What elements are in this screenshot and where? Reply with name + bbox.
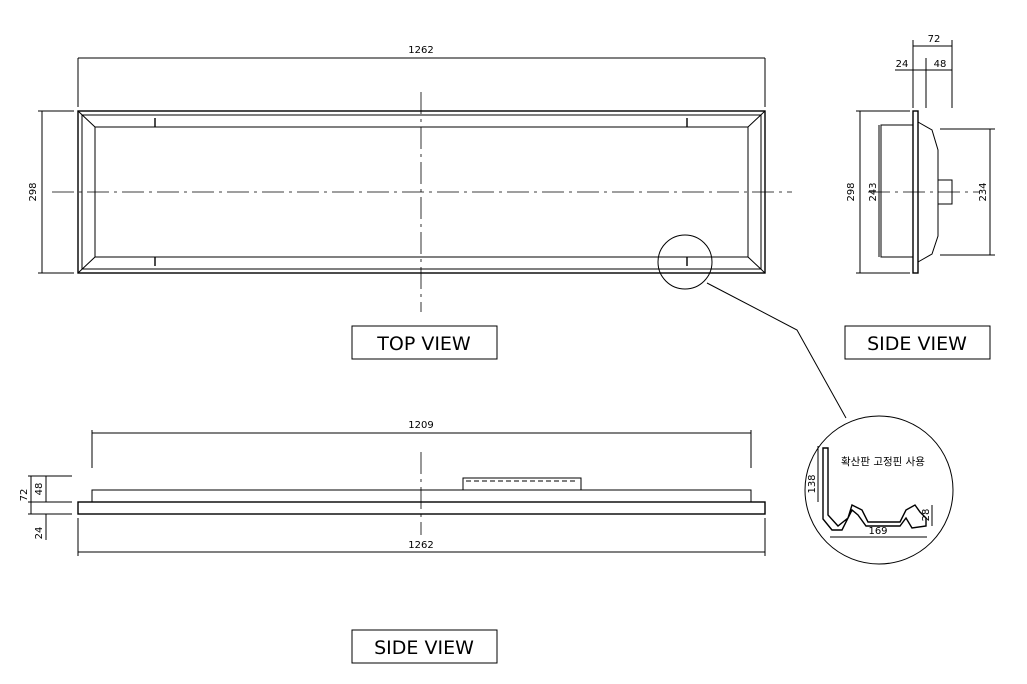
corner-line: [747, 256, 766, 274]
detail-height-dim: 138: [807, 474, 818, 493]
top-view-label-box: [351, 325, 498, 360]
bottom-view-bottom-width-dim: 1262: [408, 540, 433, 551]
detail-leader-line: [706, 282, 847, 419]
detail-view: 138 169 28 확산판 고정핀 사용: [804, 415, 954, 565]
bottom-view-body-height-dim: 48: [34, 483, 45, 496]
side-dim-b: 48: [934, 59, 947, 70]
detail-small-dim: 28: [921, 509, 932, 522]
side-view-right: 72 24 48 298 243 234 SIDE VIEW: [844, 34, 995, 360]
detail-profile: [822, 447, 927, 531]
side-view-diffuser: [880, 124, 913, 258]
detail-width-dim: 169: [868, 526, 887, 537]
bottom-view-total-height-dim: 72: [19, 489, 30, 502]
side-dim-inner-height: 243: [868, 182, 879, 201]
top-view-width-dim: 1262: [408, 45, 433, 56]
side-dim-a: 24: [896, 59, 909, 70]
side-dim-outer-height: 298: [846, 182, 857, 201]
side-view-right-label: SIDE VIEW: [867, 333, 967, 355]
side-dim-body-height: 234: [978, 182, 989, 201]
top-view-height-dim: 298: [28, 182, 39, 201]
top-view-label: TOP VIEW: [376, 333, 471, 355]
detail-note: 확산판 고정핀 사용: [841, 455, 925, 468]
bottom-view-body: [91, 489, 752, 502]
bottom-view-top-width-dim: 1209: [408, 420, 433, 431]
top-view: 1262 298 TOP VIEW: [28, 45, 847, 419]
bottom-view-flange-height-dim: 24: [34, 527, 45, 540]
detail-circle: [804, 415, 954, 565]
side-view-bottom: 1209 1262 72 48 24 SIDE VIEW: [19, 420, 766, 664]
bottom-view-nozzle: [462, 477, 582, 491]
side-dim-total: 72: [928, 34, 941, 45]
side-view-bottom-label-box: [351, 629, 498, 664]
detail-marker-circle: [657, 234, 713, 290]
corner-line: [747, 110, 766, 128]
corner-line: [77, 256, 96, 274]
bottom-view-flange: [77, 501, 766, 515]
corner-line: [77, 110, 96, 128]
side-view-bottom-label: SIDE VIEW: [374, 637, 474, 659]
side-view-right-label-box: [844, 325, 991, 360]
